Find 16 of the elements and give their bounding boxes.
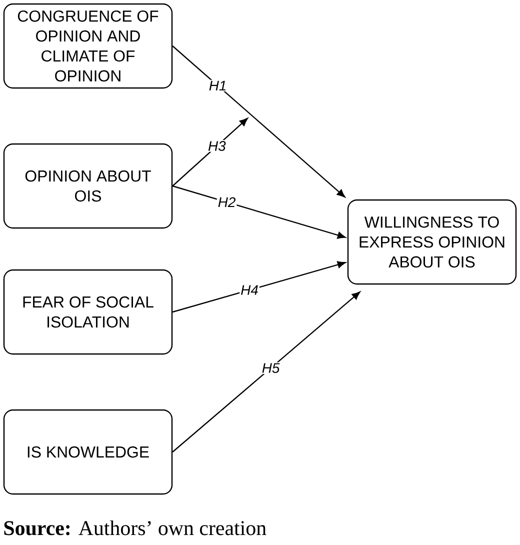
arrow bbox=[172, 118, 248, 186]
rounded-box: IS KNOWLEDGE bbox=[3, 409, 173, 495]
arrow bbox=[172, 185, 346, 239]
edge-label: H2 bbox=[216, 196, 237, 208]
arrow bbox=[172, 261, 346, 313]
caption: Source: Authors’ own creation bbox=[4, 520, 266, 536]
rounded-box: OPINION ABOUT OIS bbox=[3, 143, 173, 229]
rounded-box: WILLINGNESS TO EXPRESS OPINION ABOUT OIS bbox=[347, 199, 517, 285]
edge-label: H3 bbox=[207, 140, 227, 152]
arrow bbox=[172, 46, 346, 198]
rounded-box: FEAR OF SOCIAL ISOLATION bbox=[3, 269, 173, 355]
edge-label: H5 bbox=[260, 362, 281, 374]
edge-label: H1 bbox=[208, 80, 228, 92]
rounded-box: CONGRUENCE OF OPINION AND CLIMATE OF OPINION bbox=[3, 3, 173, 89]
edge-label: H4 bbox=[240, 284, 260, 296]
arrow bbox=[172, 292, 360, 452]
